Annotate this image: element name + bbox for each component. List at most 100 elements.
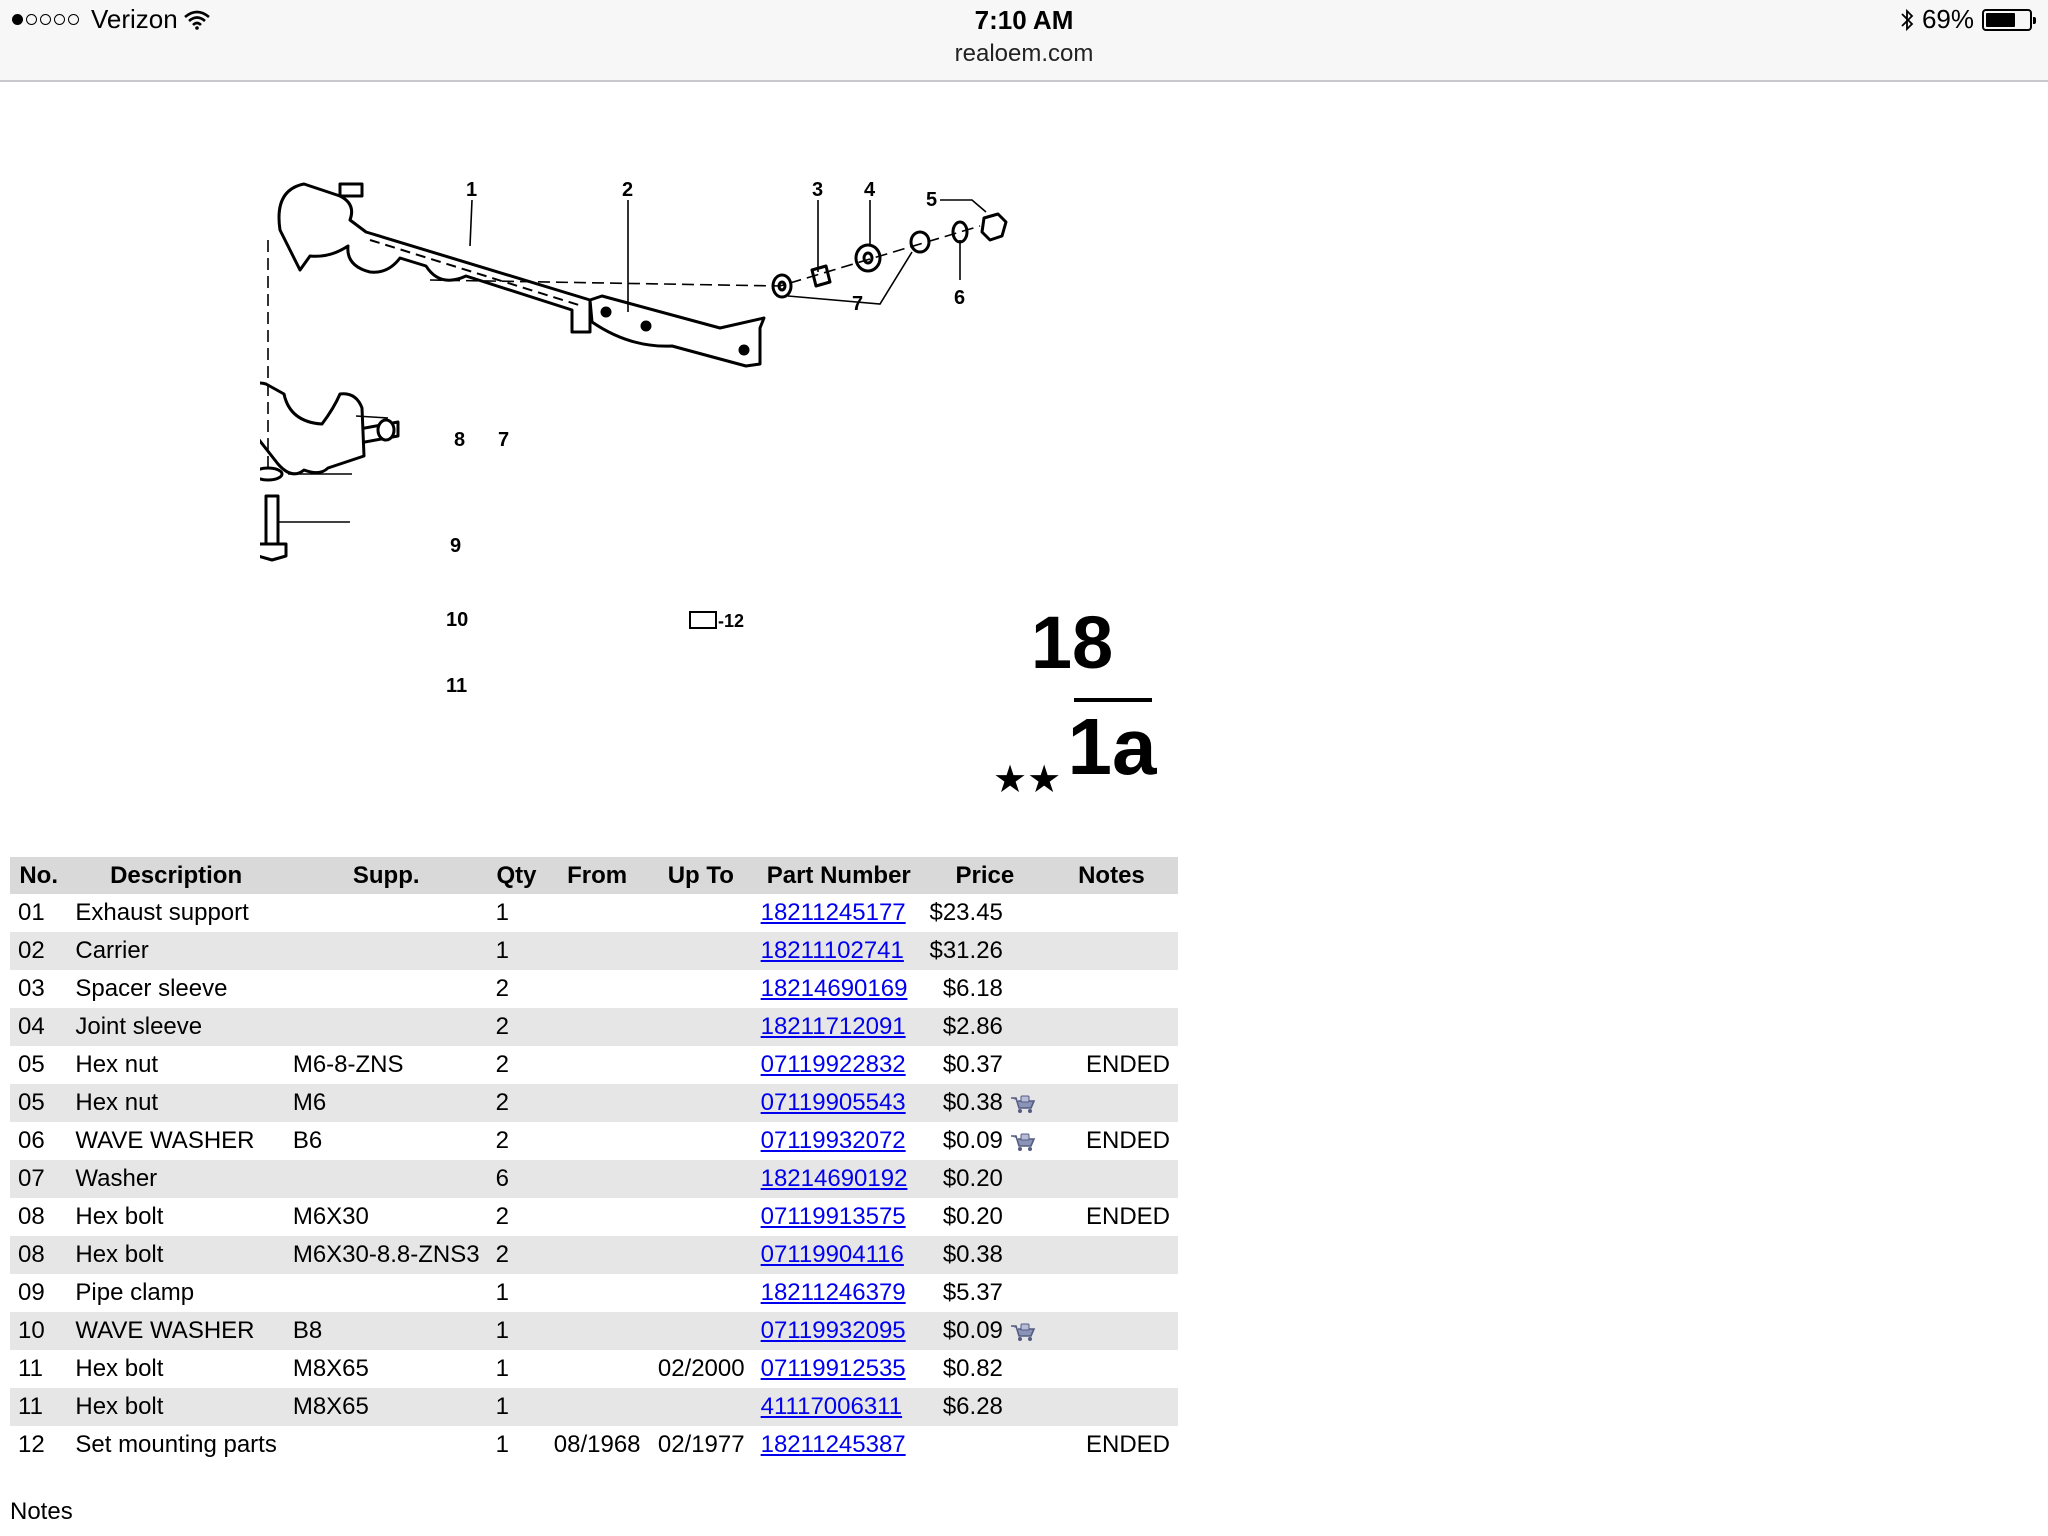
leader-7 <box>787 251 913 305</box>
row-from <box>545 1274 649 1312</box>
row-from <box>545 1008 649 1046</box>
row-notes <box>1045 1274 1178 1312</box>
row-description: Set mounting parts <box>75 1431 277 1458</box>
wave-washer-10-shape <box>252 466 284 482</box>
part-number-link[interactable]: 07119904116 <box>760 1241 904 1268</box>
row-up-to <box>648 1008 753 1046</box>
col-price: Price <box>924 857 1045 894</box>
callout-10: 10 <box>446 609 468 631</box>
row-price: $0.20 <box>925 1198 1045 1236</box>
washer-7c-shape <box>376 418 396 442</box>
row-notes: ENDED <box>1085 1431 1170 1458</box>
status-left: Verizon <box>12 4 210 35</box>
row-notes <box>1045 894 1178 932</box>
row-notes <box>1044 1008 1178 1046</box>
row-up-to <box>649 1274 753 1312</box>
leader-9 <box>355 415 389 419</box>
row-quantity: 2 <box>495 1203 509 1230</box>
row-quantity: 1 <box>487 1388 546 1426</box>
row-number: 02 <box>10 932 68 970</box>
cart-icon[interactable] <box>1009 1132 1037 1152</box>
part-number-link[interactable]: 18211245387 <box>760 1431 906 1458</box>
row-part-number: 41117006311 <box>752 1388 925 1426</box>
carrier-shape <box>588 294 766 368</box>
row-up-to <box>649 970 753 1008</box>
row-supplement: M6-8-ZNS <box>292 1051 404 1078</box>
part-number-link[interactable]: 07119932072 <box>760 1127 906 1154</box>
row-description: Hex nut <box>75 1051 159 1078</box>
callout-7a: 7 <box>852 293 863 315</box>
row-quantity: 1 <box>495 1431 509 1458</box>
cart-icon[interactable] <box>1009 1094 1037 1114</box>
row-up-to: 02/2000 <box>657 1355 745 1382</box>
stars-mark: ★★ <box>993 759 1061 801</box>
row-supplement: M6X30 <box>292 1203 369 1230</box>
part-number-link[interactable]: 41117006311 <box>760 1393 903 1420</box>
part-number-link[interactable]: 07119922832 <box>760 1051 906 1078</box>
part-number-link[interactable]: 18211712091 <box>760 1013 906 1040</box>
row-number: 10 <box>10 1312 68 1350</box>
row-quantity: 2 <box>487 1084 546 1122</box>
price-value: $0.09 <box>942 1127 1003 1154</box>
address-bar-url[interactable]: realoem.com <box>954 40 1094 67</box>
callout-7b: 7 <box>498 429 509 451</box>
row-description: WAVE WASHER <box>67 1312 285 1350</box>
row-number: 07 <box>10 1160 68 1198</box>
part-number-link[interactable]: 18214690169 <box>760 975 908 1002</box>
parts-table: No. Description Supp. Qty From Up To Par… <box>10 857 1178 1464</box>
part-number-link[interactable]: 07119912535 <box>760 1355 906 1382</box>
row-supplement: M6X30-8.8-ZNS3 <box>284 1236 488 1274</box>
cart-icon[interactable] <box>1009 1322 1037 1342</box>
part-number-link[interactable]: 07119905543 <box>760 1089 906 1116</box>
hex-bolt-11-shank <box>264 494 280 546</box>
row-number: 08 <box>18 1203 45 1230</box>
col-from: From <box>545 857 649 894</box>
part-number-link[interactable]: 18211102741 <box>760 937 904 964</box>
row-description: WAVE WASHER <box>75 1127 255 1154</box>
row-price: $6.28 <box>924 1388 1045 1426</box>
part-number-link[interactable]: 07119913575 <box>760 1203 906 1230</box>
part-number-link[interactable]: 18214690192 <box>760 1165 908 1192</box>
part-number-link[interactable]: 18211246379 <box>760 1279 906 1306</box>
price-value: $6.28 <box>942 1393 1003 1420</box>
leader-1 <box>469 199 473 247</box>
price-value: $0.09 <box>942 1317 1003 1344</box>
part-number-link[interactable]: 18211245177 <box>760 899 906 926</box>
col-supp: Supp. <box>284 857 488 894</box>
row-supplement: M8X65 <box>292 1355 369 1382</box>
joint-sleeve-hole <box>862 251 874 265</box>
price-value: $0.37 <box>942 1051 1003 1078</box>
row-notes <box>1044 1160 1178 1198</box>
row-up-to <box>649 894 753 932</box>
col-upto: Up To <box>648 857 753 894</box>
status-bar: Verizon 7:10 AM realoem.com 69% <box>0 0 2048 82</box>
row-from <box>545 1122 649 1160</box>
row-up-to <box>648 1312 753 1350</box>
row-notes <box>1044 1388 1178 1426</box>
row-supplement <box>284 932 488 970</box>
row-quantity: 2 <box>487 1236 546 1274</box>
row-price: $23.45 <box>925 894 1045 932</box>
exhaust-support-ridge <box>369 239 583 307</box>
row-price: $31.26 <box>924 932 1045 970</box>
price-value: $0.20 <box>942 1203 1003 1230</box>
row-notes <box>1044 932 1178 970</box>
row-number: 05 <box>18 1051 45 1078</box>
part-number-link[interactable]: 07119932095 <box>760 1317 906 1344</box>
price-value: $0.38 <box>942 1241 1003 1268</box>
col-qty: Qty <box>487 857 546 894</box>
row-notes <box>1044 1084 1178 1122</box>
wave-washer-6-shape <box>951 220 969 244</box>
row-number: 03 <box>18 975 45 1002</box>
row-notes <box>1045 970 1178 1008</box>
row-supplement <box>284 1160 488 1198</box>
row-supplement <box>285 1274 488 1312</box>
callout-6: 6 <box>954 287 965 309</box>
leader-5 <box>940 199 987 213</box>
carrier-hole-1 <box>600 306 612 318</box>
